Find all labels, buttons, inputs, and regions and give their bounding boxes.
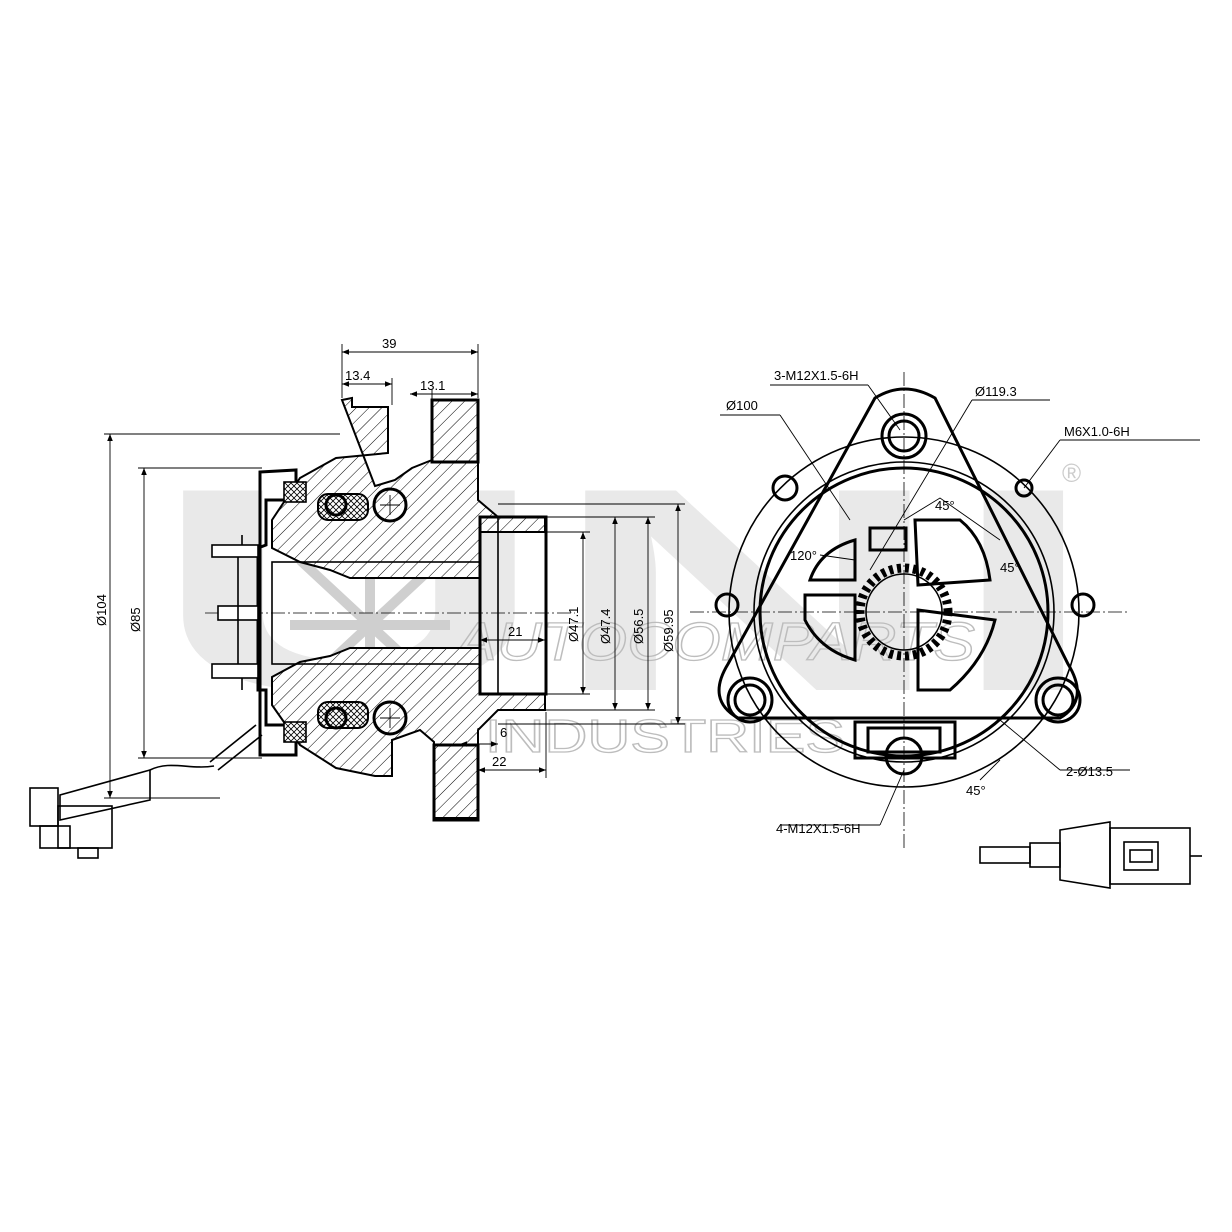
dim-flange-left: 13.4: [345, 368, 370, 383]
pilot-spigot: [478, 515, 548, 696]
label-dia-100: Ø100: [726, 398, 758, 413]
triangular-flange: [717, 387, 1079, 720]
seal-lip-lower: [283, 721, 307, 743]
label-angle-45-right: 45°: [1000, 560, 1020, 575]
label-angle-45-bottom: 45°: [966, 783, 986, 798]
dim-dia-47-1: Ø47.1: [566, 607, 581, 642]
label-thread-4: 4-M12X1.5-6H: [776, 821, 861, 836]
connector-detail-icon: [979, 821, 1202, 889]
dim-dia-56-5: Ø56.5: [631, 609, 646, 644]
sensor-pins: [211, 535, 259, 690]
watermark-gear-icon: [290, 545, 450, 705]
hub-inner-shapes: [803, 518, 997, 760]
label-thread-m6: M6X1.0-6H: [1064, 424, 1130, 439]
front-leader-lines: [720, 384, 1200, 826]
side-dimension-lines: [104, 344, 685, 799]
label-angle-45-top: 45°: [935, 498, 955, 513]
tone-ring-inner: [865, 573, 943, 651]
ball-centre-marks: [380, 495, 400, 728]
inner-circle: [758, 466, 1050, 758]
label-holes-2: 2-Ø13.5: [1066, 764, 1113, 779]
dim-flange-right: 13.1: [420, 378, 445, 393]
bolt-circle-100: [753, 461, 1055, 763]
dim-dia-59-95: Ø59.95: [661, 609, 676, 652]
dim-dia-47-4: Ø47.4: [598, 609, 613, 644]
abs-tone-ring: [855, 563, 953, 661]
front-view: 3-M12X1.5-6H Ø119.3 Ø100 M6X1.0-6H 45° 1…: [690, 368, 1202, 889]
flange-lower: [432, 743, 480, 822]
abs-connector-icon: [29, 787, 113, 859]
bolt-hole-group: [714, 412, 1096, 776]
label-thread-3: 3-M12X1.5-6H: [774, 368, 859, 383]
bearing-ball-lower-left: [324, 706, 348, 730]
dim-step-6: 6: [500, 725, 507, 740]
label-angle-120: 120°: [790, 548, 817, 563]
dim-pilot-length: 21: [508, 624, 522, 639]
seal-lip-upper: [283, 481, 307, 503]
label-dia-119-3: Ø119.3: [975, 384, 1017, 399]
bearing-ball-upper: [372, 487, 408, 523]
dim-dia-85: Ø85: [128, 607, 143, 632]
abs-sensor-cable: [59, 724, 263, 821]
bearing-ball-upper-left: [324, 493, 348, 517]
dim-overall-width: 39: [382, 336, 396, 351]
flange-upper: [430, 398, 480, 464]
watermark-line1: AUTOCOMPARTS: [452, 612, 975, 672]
dim-dia-104: Ø104: [94, 594, 109, 626]
dim-spigot-22: 22: [492, 754, 506, 769]
outer-flange-circle: [728, 436, 1080, 788]
watermark-registered-mark: ®: [1062, 458, 1081, 488]
side-section-view: 39 13.4 13.1 Ø104 Ø85 21 Ø47.1 Ø47.4 Ø56…: [29, 336, 685, 859]
bearing-ball-lower: [372, 700, 408, 736]
